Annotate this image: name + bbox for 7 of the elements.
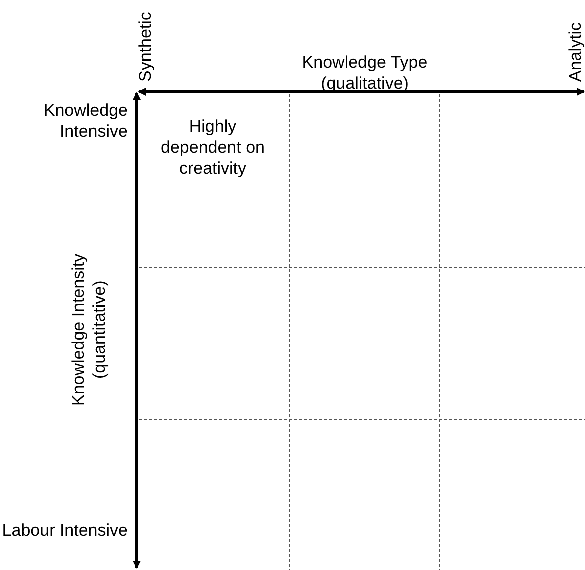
axis-end-label: Analytic xyxy=(565,21,585,82)
axis-title: Knowledge Intensity (quantitative) xyxy=(68,252,110,408)
axis-end-label: Labour Intensive xyxy=(1,520,128,542)
axis-end-label: Synthetic xyxy=(135,11,156,82)
axis-title: Knowledge Type (qualitative) xyxy=(301,52,429,95)
cell-text: Highly dependent on creativity xyxy=(160,116,266,180)
axis-end-label: Knowledge Intensive xyxy=(42,100,128,143)
